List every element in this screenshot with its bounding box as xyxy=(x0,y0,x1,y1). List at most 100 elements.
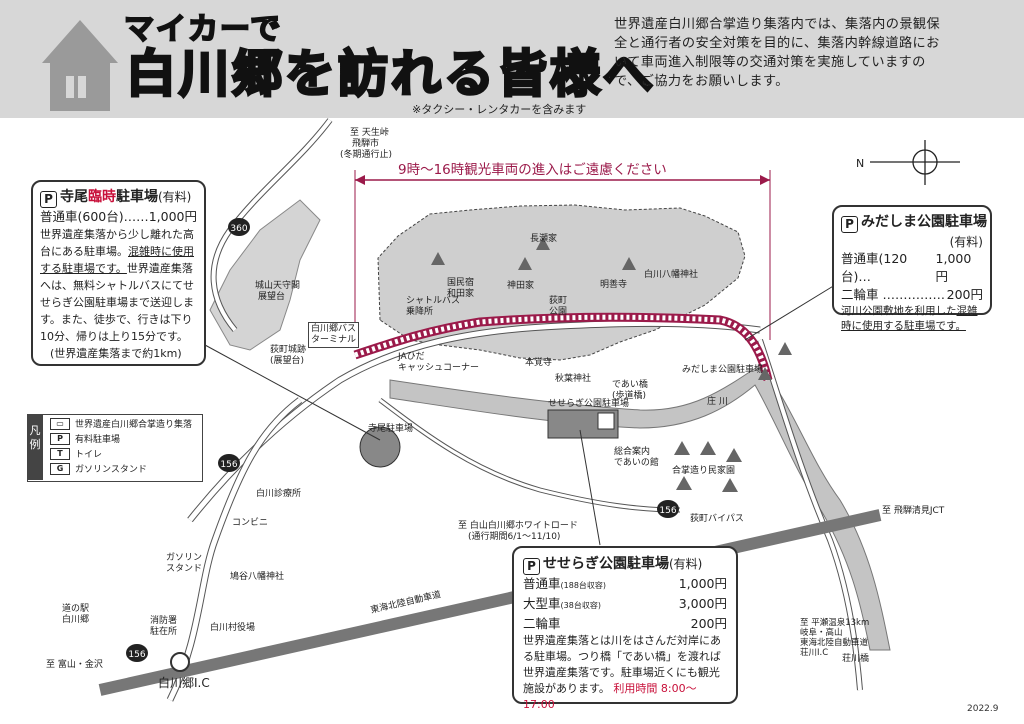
midashima-desc-ul: 混雑時に使用する駐車場です。 xyxy=(841,305,978,332)
legend-label: トイレ xyxy=(75,450,103,460)
hill-area xyxy=(209,199,321,351)
seseragi-row-label: 普通車 xyxy=(523,576,561,591)
seseragi-row-car: 普通車(188台収容) 1,000円 xyxy=(523,575,727,595)
midashima-name: みだしま公園駐車場 xyxy=(861,214,987,230)
label-michi-no-eki: 道の駅 白川郷 xyxy=(62,604,90,625)
label-village-office: 白川村役場 xyxy=(210,623,256,633)
midashima-row-bike: 二輪車 …………… 200円 xyxy=(841,286,983,304)
label-winter-closed: (冬期通行止) xyxy=(340,150,393,160)
notice-text: 世界遺産白川郷合掌造り集落内では、集落内の景観保全と通行者の安全対策を目的に、集… xyxy=(614,17,941,89)
seseragi-row-bike: 二輪車 200円 xyxy=(523,615,727,633)
label-hachiman: 白川八幡神社 xyxy=(644,270,699,280)
label-white-road: 至 白山白川郷ホワイトロード xyxy=(458,521,578,531)
seseragi-name: せせらぎ公園駐車場 xyxy=(543,556,669,572)
label-terao-lot: 寺尾駐車場 xyxy=(368,424,414,434)
seseragi-row-label: 大型車 xyxy=(523,596,561,611)
terao-suffix: 駐車場 xyxy=(116,189,158,205)
year-label: 2022.9 xyxy=(967,704,999,714)
label-white-road-sub: (通行期間6/1〜11/10) xyxy=(468,532,561,542)
terao-row-price: 1,000円 xyxy=(148,209,197,224)
terao-desc-2: 世界遺産集落へは、無料シャトルバスにてせせらぎ公園駐車場まで送迎します。また、徒… xyxy=(40,262,194,343)
terao-desc: 世界遺産集落から少し離れた高台にある駐車場。混雑時に使用する駐車場です。世界遺産… xyxy=(40,226,197,345)
label-fire-station: 消防署 駐在所 xyxy=(150,616,178,637)
legend-symbol: G xyxy=(50,462,70,475)
route-shield-156: 156 xyxy=(218,454,240,472)
route-shield-156c: 156 xyxy=(126,644,148,662)
midashima-row-label: 普通車(120台)… xyxy=(841,251,908,284)
label-shogawa: 庄 川 xyxy=(707,397,728,407)
label-hatoya: 鳩谷八幡神社 xyxy=(230,572,285,582)
midashima-row-label: 二輪車 …………… xyxy=(841,287,945,302)
expressway xyxy=(98,509,882,696)
legend-symbol: P xyxy=(50,432,70,445)
parking-icon: P xyxy=(40,191,57,208)
label-kanda: 神田家 xyxy=(507,281,535,291)
seseragi-row-bus: 大型車(38台収容) 3,000円 xyxy=(523,595,727,615)
svg-text:N: N xyxy=(856,157,864,170)
seseragi-row-price: 1,000円 xyxy=(678,576,727,591)
route-shield-360: 360 xyxy=(228,218,250,236)
label-ja-corner: JAひだ キャッシュコーナー xyxy=(398,352,480,373)
terao-desc-1: 世界遺産集落から少し離れた高台にある駐車場。 xyxy=(40,228,194,258)
midashima-row-price: 200円 xyxy=(946,287,983,302)
label-shiroyama: 城山天守閣 xyxy=(255,281,301,291)
label-ogimachi-castle: 荻町城跡 xyxy=(270,345,307,355)
legend-symbol: T xyxy=(50,447,70,460)
seseragi-row-price: 200円 xyxy=(690,616,727,631)
terao-parking-lot xyxy=(359,426,401,468)
label-toyama: 至 富山・金沢 xyxy=(46,660,103,670)
village-map: 360 156 156 156 N xyxy=(98,118,960,702)
label-bypass: 荻町バイパス xyxy=(690,514,744,524)
legend-symbol: ▭ xyxy=(50,417,70,430)
label-minka: 合掌造り民家園 xyxy=(672,466,736,476)
seseragi-hours-label: 利用時間 xyxy=(613,682,658,695)
seseragi-row-cap: (188台収容) xyxy=(560,581,607,590)
shirakawa-ic-marker xyxy=(170,652,190,672)
terao-row-car: 普通車(600台)…… 1,000円 xyxy=(40,208,197,226)
midashima-desc-1: 河川公園敷地を利用した xyxy=(841,305,957,317)
title-note: ※タクシー・レンタカーを含みます xyxy=(412,103,587,116)
gassho-house-icon xyxy=(431,237,792,492)
restriction-label: 9時〜16時観光車両の進入はご遠慮ください xyxy=(398,162,667,178)
label-tenshoutouge: 至 天生峠 xyxy=(350,128,389,138)
label-seseragi-lot: せせらぎ公園駐車場 xyxy=(548,399,630,409)
midashima-desc: 河川公園敷地を利用した混雑時に使用する駐車場です。 xyxy=(841,304,983,334)
label-midashima-lot: みだしま公園駐車場 xyxy=(682,365,764,375)
terao-row-label: 普通車(600台)…… xyxy=(40,209,149,224)
river xyxy=(389,364,891,651)
legend-item: ▭世界遺産白川郷合掌造り集落 xyxy=(50,417,192,430)
midashima-row-car: 普通車(120台)… 1,000円 xyxy=(841,250,983,286)
label-wada: 国民宿 和田家 xyxy=(447,278,475,299)
label-gas-stand: ガソリン スタンド xyxy=(166,553,203,574)
parking-icon: P xyxy=(523,558,540,575)
svg-text:360: 360 xyxy=(230,224,247,234)
seseragi-desc-text: 世界遺産集落とは川をはさんだ対岸にある駐車場。つり橋「であい橋」を渡れば世界遺産… xyxy=(523,634,721,695)
svg-text:156: 156 xyxy=(220,460,237,470)
label-deai-kan: 総合案内 であいの館 xyxy=(614,447,659,468)
seseragi-row-price: 3,000円 xyxy=(678,596,727,611)
legend-item: G ガソリンスタンド xyxy=(50,462,147,475)
legend-label: ガソリンスタンド xyxy=(75,465,147,475)
label-hida: 飛騨市 xyxy=(352,139,380,149)
svg-text:156: 156 xyxy=(128,650,145,660)
terao-name: 寺尾 xyxy=(60,189,88,205)
label-shuttle: シャトルバス 乗降所 xyxy=(406,296,461,317)
title-small: マイカーで xyxy=(123,11,283,48)
seseragi-desc: 世界遺産集落とは川をはさんだ対岸にある駐車場。つり橋「であい橋」を渡れば世界遺産… xyxy=(523,633,727,713)
label-hida-kiyomi: 至 飛騨清見JCT xyxy=(882,506,945,516)
seseragi-row-cap: (38台収容) xyxy=(560,601,601,610)
header-band xyxy=(0,0,1024,118)
label-ogimachi-castle-sub: (展望台) xyxy=(270,356,305,366)
label-clinic: 白川診療所 xyxy=(256,489,302,499)
legend-item: T トイレ xyxy=(50,447,102,460)
label-tenboudai: 展望台 xyxy=(258,292,286,302)
terao-desc-ul: 混雑時に使用する駐車場です。 xyxy=(40,245,194,275)
parking-icon: P xyxy=(841,216,858,233)
